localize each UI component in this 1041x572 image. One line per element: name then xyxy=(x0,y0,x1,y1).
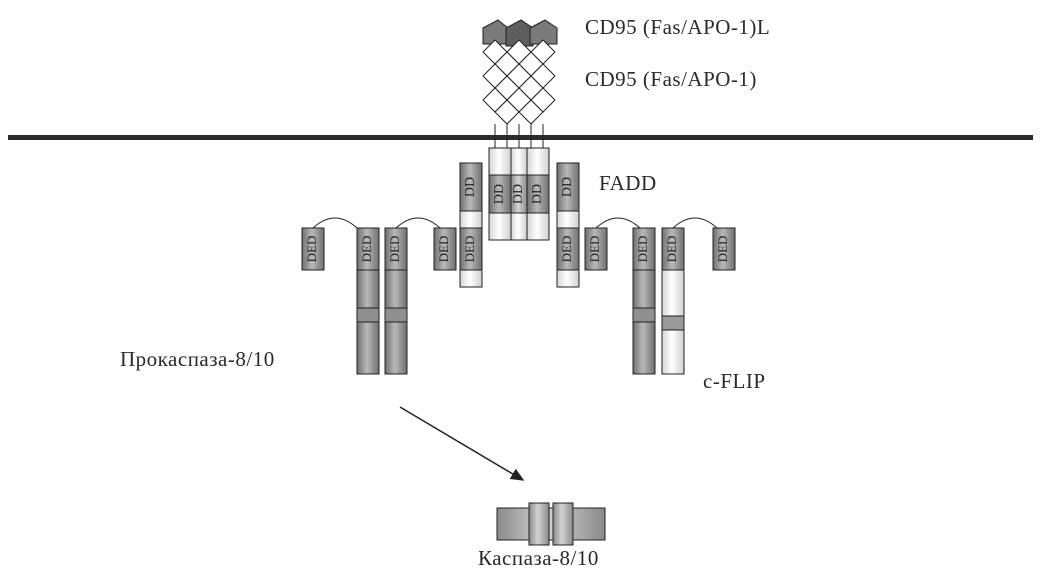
ded-domain-label: DED xyxy=(359,236,374,263)
ded-domain-label: DED xyxy=(462,236,477,263)
caspase-label: Каспаза-8/10 xyxy=(478,546,599,570)
fadd-label: FADD xyxy=(599,171,657,195)
ded-domain-label: DED xyxy=(559,236,574,263)
activation-arrow xyxy=(400,407,523,480)
dd-domain-label: DD xyxy=(492,184,507,204)
ded-domain-label: DED xyxy=(664,236,679,263)
active-caspase xyxy=(497,503,605,545)
ded-domain-label: DED xyxy=(587,236,602,263)
ded-domain-label: DED xyxy=(387,236,402,263)
ded-domain-label: DED xyxy=(635,236,650,263)
dd-domain-label: DD xyxy=(560,177,575,197)
cflip-label: c-FLIP xyxy=(703,369,766,393)
dd-domain-label: DD xyxy=(511,184,526,204)
dd-domain-label: DD xyxy=(530,184,545,204)
procaspase-label: Прокаспаза-8/10 xyxy=(120,347,275,371)
ligand-label: CD95 (Fas/APO-1)L xyxy=(585,15,770,39)
ded-domain-label: DED xyxy=(304,236,319,263)
cd95-receptor xyxy=(483,40,555,150)
dd-domain-label: DD xyxy=(463,177,478,197)
ded-domain-label: DED xyxy=(436,236,451,263)
ded-domain-label: DED xyxy=(715,236,730,263)
cell-membrane xyxy=(8,135,1033,140)
receptor-label: CD95 (Fas/APO-1) xyxy=(585,67,757,91)
